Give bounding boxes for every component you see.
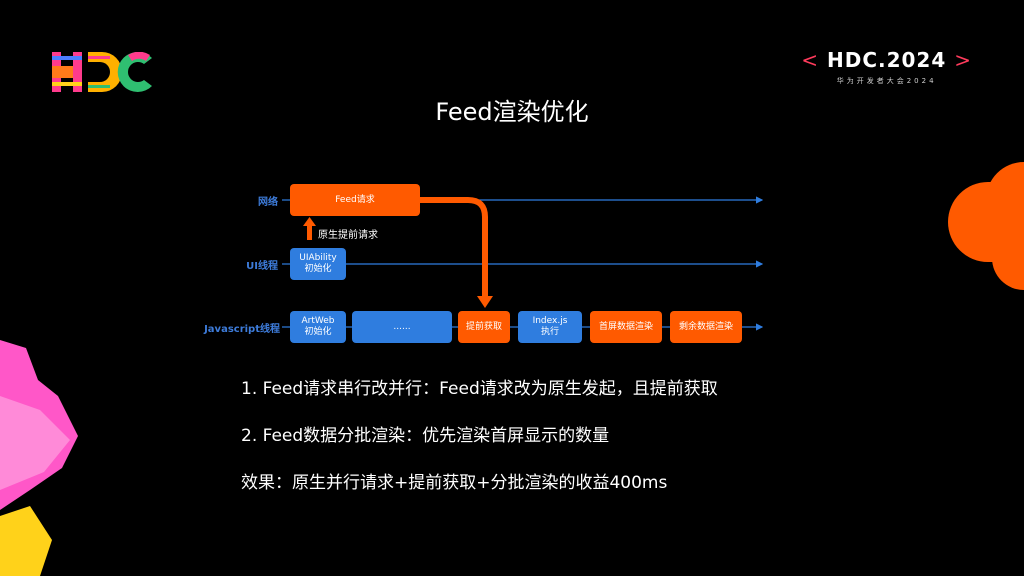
box-first-screen-render: 首屏数据渲染	[590, 311, 662, 343]
box-indexjs-label-1: Index.js	[532, 316, 568, 327]
box-indexjs-exec: Index.js 执行	[518, 311, 582, 343]
bracket-right: >	[954, 48, 972, 72]
box-feed-request: Feed请求	[290, 184, 420, 216]
event-brand: < HDC.2024 >	[801, 48, 972, 72]
box-uiability-init: UIAbility 初始化	[290, 248, 346, 280]
box-first-screen-label: 首屏数据渲染	[598, 321, 653, 332]
box-uiability-label-2: 初始化	[304, 264, 332, 274]
event-brand-text: HDC.2024	[826, 48, 947, 72]
box-ellipsis: ......	[352, 311, 452, 343]
effect-line: 效果：原生并行请求+提前获取+分批渲染的收益400ms	[241, 473, 668, 493]
point-1: 1. Feed请求串行改并行：Feed请求改为原生发起，且提前获取	[241, 379, 718, 399]
box-prefetch: 提前获取	[458, 311, 510, 343]
lane-label-js-thread: Javascript线程	[204, 324, 280, 335]
box-artweb-label-2: 初始化	[304, 327, 332, 337]
box-feed-request-label: Feed请求	[335, 194, 375, 205]
note-native-prefetch: 原生提前请求	[318, 230, 378, 241]
box-ellipsis-label: ......	[393, 321, 411, 332]
hdc-logo	[52, 52, 152, 92]
box-artweb-init: ArtWeb 初始化	[290, 311, 346, 343]
decor-yellow-shape	[0, 506, 52, 576]
box-remaining-render: 剩余数据渲染	[670, 311, 742, 343]
event-subtitle: 华为开发者大会2024	[836, 77, 937, 85]
box-indexjs-label-2: 执行	[540, 327, 559, 337]
summary-points: 1. Feed请求串行改并行：Feed请求改为原生发起，且提前获取 2. Fee…	[241, 374, 718, 515]
slide-title: Feed渲染优化	[435, 98, 589, 126]
lane-label-ui-thread: UI线程	[246, 261, 278, 272]
decor-orange-shape	[948, 162, 1024, 290]
event-badge: < HDC.2024 > 华为开发者大会2024	[801, 48, 972, 86]
box-artweb-label-1: ArtWeb	[301, 316, 335, 327]
box-remaining-label: 剩余数据渲染	[678, 321, 733, 332]
decor-pink-shape	[0, 340, 78, 510]
lane-label-network: 网络	[258, 197, 278, 208]
box-uiability-label-1: UIAbility	[299, 253, 337, 264]
bracket-left: <	[801, 48, 820, 72]
box-prefetch-label: 提前获取	[465, 321, 502, 332]
point-2: 2. Feed数据分批渲染：优先渲染首屏显示的数量	[241, 426, 610, 446]
